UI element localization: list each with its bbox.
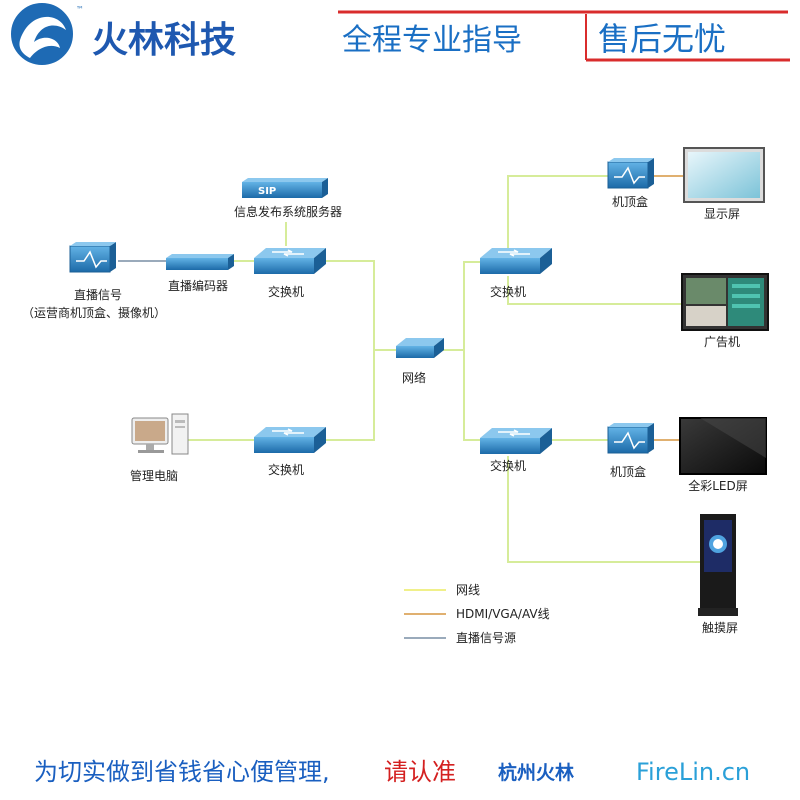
svg-text:SIP: SIP [258, 186, 276, 197]
ad-machine-device [682, 274, 768, 330]
ad-machine-label: 广告机 [704, 335, 740, 349]
touch-screen-label: 触摸屏 [702, 621, 738, 635]
logo-icon [12, 4, 72, 64]
slogan-guidance: 全程专业指导 [342, 23, 522, 58]
led-screen-label: 全彩LED屏 [688, 478, 748, 493]
brand-name: 火林科技 [92, 20, 236, 61]
live-signal-device [70, 242, 116, 272]
live-signal-note: （运营商机顶盒、摄像机） [22, 305, 166, 320]
switch-left-bottom-device [254, 427, 326, 453]
encoder-label: 直播编码器 [168, 278, 228, 293]
encoder-device [166, 254, 234, 270]
footer-company: 杭州火林 [498, 761, 574, 784]
stb-top-label: 机顶盒 [612, 194, 648, 209]
switch-touch-link [508, 456, 700, 562]
display-device [684, 148, 764, 202]
server-label: 信息发布系统服务器 [234, 204, 342, 219]
legend-label-network: 网线 [456, 583, 480, 597]
switch-left-top-label: 交换机 [268, 284, 304, 299]
admin-pc-label: 管理电脑 [130, 468, 178, 483]
switch-right-top-label: 交换机 [490, 284, 526, 299]
network-label: 网络 [402, 370, 426, 385]
footer-promise: 为切实做到省钱省心便管理, [34, 758, 330, 786]
server-device: SIP [242, 178, 328, 198]
network-lines [118, 176, 700, 562]
switch-right-bottom-label: 交换机 [490, 458, 526, 473]
stb-bottom-label: 机顶盒 [610, 464, 646, 479]
led-screen-device [680, 418, 766, 474]
network-device [396, 338, 444, 358]
legend-label-signal: 直播信号源 [456, 631, 516, 645]
header: ™ 火林科技 全程专业指导 售后无忧 [12, 4, 790, 64]
left-trunk [324, 261, 374, 440]
legend-label-hdmi: HDMI/VGA/AV线 [456, 607, 550, 621]
switch-stb-top-link [508, 176, 608, 248]
footer-call-to-action: 请认准 [384, 758, 456, 786]
footer-website: FireLin.cn [636, 758, 750, 786]
switch-right-top-device [480, 248, 552, 274]
stb-bottom-device [608, 423, 654, 453]
switch-left-top-device [254, 248, 326, 274]
trademark-mark: ™ [76, 5, 84, 14]
slogan-after-sales: 售后无忧 [598, 20, 726, 58]
display-label: 显示屏 [704, 207, 740, 221]
touch-screen-device [698, 514, 738, 616]
switch-right-bottom-device [480, 428, 552, 454]
switch-ad-link [508, 276, 682, 304]
admin-pc-device [132, 414, 188, 454]
stb-top-device [608, 158, 654, 188]
legend: 网线 HDMI/VGA/AV线 直播信号源 [404, 583, 550, 645]
switch-left-bottom-label: 交换机 [268, 462, 304, 477]
footer: 为切实做到省钱省心便管理, 请认准 杭州火林 FireLin.cn [34, 758, 750, 786]
live-signal-label: 直播信号 [74, 288, 122, 302]
right-trunk [464, 262, 482, 440]
